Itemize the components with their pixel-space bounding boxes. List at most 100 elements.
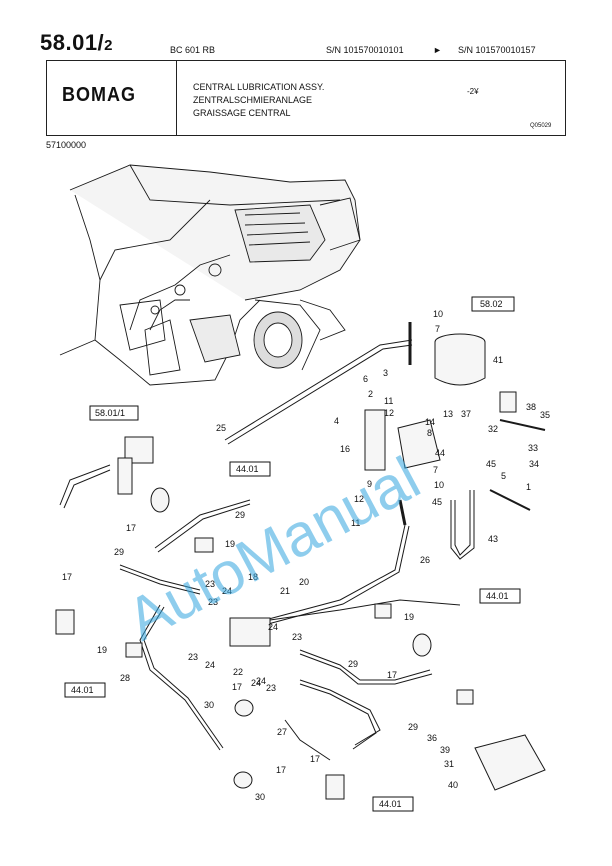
- ref-44-01-a: 44.01: [236, 464, 259, 474]
- label-27: 27: [277, 727, 287, 737]
- label-7-lower: 7: [433, 465, 438, 475]
- label-11: 11: [384, 396, 393, 406]
- label-19-upper: 19: [225, 539, 235, 549]
- handwritten-note: -2¥: [467, 87, 479, 96]
- ref-box-44-01-a: [229, 461, 271, 477]
- title-french: GRAISSAGE CENTRAL: [193, 108, 291, 118]
- serial-to: S/N 101570010157: [458, 45, 536, 55]
- grease-nipple-top: [150, 487, 170, 513]
- title-block: [46, 60, 566, 136]
- label-39: 39: [440, 745, 450, 755]
- item-labels: 10 7 6 3 2 11 12 41 13 37 38 4 14 8 32 3…: [62, 309, 550, 802]
- reference-boxes: 58.02 58.01/1 44.01 44.01 44.01 44.01: [64, 296, 521, 812]
- page-number-sub: 2: [104, 37, 114, 54]
- label-19-right: 19: [404, 612, 414, 622]
- label-23-a: 23: [205, 579, 215, 589]
- label-30-b: 30: [255, 792, 265, 802]
- part-number: 57100000: [46, 140, 87, 150]
- label-24-c: 24: [205, 660, 215, 670]
- title-german: ZENTRALSCHMIERANLAGE: [193, 95, 313, 105]
- label-30-a: 30: [204, 700, 214, 710]
- label-11-lower: 11: [351, 518, 360, 528]
- label-4: 4: [334, 416, 339, 426]
- label-24-d: 24: [256, 676, 266, 686]
- ref-box-58-02: [471, 296, 515, 312]
- label-23-b: 23: [208, 597, 218, 607]
- label-5: 5: [501, 471, 506, 481]
- label-17-left: 17: [62, 572, 72, 582]
- label-23-d: 23: [188, 652, 198, 662]
- label-12-lower: 12: [354, 494, 364, 504]
- serial-arrow-icon: ►: [433, 45, 442, 55]
- pressure-switch: [499, 391, 517, 413]
- label-17-lower: 17: [232, 682, 242, 692]
- clamp-19b: [374, 603, 392, 619]
- ref-44-01-c: 44.01: [71, 685, 94, 695]
- label-25: 25: [216, 423, 226, 433]
- label-43: 43: [488, 534, 498, 544]
- label-23-e: 23: [266, 683, 276, 693]
- label-17-bottom: 17: [310, 754, 320, 764]
- label-38: 38: [526, 402, 536, 412]
- label-19-left: 19: [97, 645, 107, 655]
- ref-44-01-d: 44.01: [379, 799, 402, 809]
- pump-reservoir: [434, 342, 486, 386]
- control-unit: [474, 734, 546, 791]
- fitting-17-left: [55, 609, 75, 635]
- label-34: 34: [529, 459, 539, 469]
- label-21: 21: [280, 586, 290, 596]
- label-9: 9: [367, 479, 372, 489]
- label-40: 40: [448, 780, 458, 790]
- distributor-block-upper: [397, 419, 441, 469]
- label-23-c: 23: [292, 632, 302, 642]
- label-32: 32: [488, 424, 498, 434]
- label-18: 18: [248, 572, 258, 582]
- label-17-mid: 17: [387, 670, 397, 680]
- label-24-b: 24: [268, 622, 278, 632]
- page-number: 58.01/2: [40, 30, 113, 56]
- bolt-35: [499, 419, 546, 431]
- label-37: 37: [461, 409, 471, 419]
- label-35: 35: [540, 410, 550, 420]
- label-12: 12: [384, 408, 394, 418]
- label-1: 1: [526, 482, 531, 492]
- label-10: 10: [433, 309, 443, 319]
- document-reference: Q05029: [530, 123, 552, 129]
- label-41: 41: [493, 355, 503, 365]
- serial-from: S/N 101570010101: [326, 45, 404, 55]
- label-29-lower: 29: [408, 722, 418, 732]
- label-28: 28: [120, 673, 130, 683]
- label-26: 26: [420, 555, 430, 565]
- fitting-30-a: [234, 699, 254, 717]
- label-24-e: 24: [251, 678, 261, 688]
- title-divider: [176, 60, 177, 136]
- tube-11: [398, 499, 407, 526]
- label-24-a: 24: [222, 586, 232, 596]
- label-3: 3: [383, 368, 388, 378]
- title-english: CENTRAL LUBRICATION ASSY.: [193, 82, 325, 92]
- label-31: 31: [444, 759, 454, 769]
- distributor-block-lower: [229, 617, 271, 647]
- label-13: 13: [443, 409, 453, 419]
- label-29-upper: 29: [235, 510, 245, 520]
- label-36: 36: [427, 733, 437, 743]
- clamp-19a: [194, 537, 214, 553]
- fitting-17-bottom: [325, 774, 345, 800]
- label-7: 7: [435, 324, 440, 334]
- ref-box-44-01-c: [64, 682, 106, 698]
- label-44-upper: 44: [435, 448, 445, 458]
- label-33: 33: [528, 443, 538, 453]
- connector-plug: [117, 457, 133, 495]
- fitting-17-right: [412, 633, 432, 657]
- ref-58-02: 58.02: [480, 299, 503, 309]
- components: [55, 322, 546, 800]
- label-2: 2: [368, 389, 373, 399]
- label-20: 20: [299, 577, 309, 587]
- label-45-lower: 45: [432, 497, 442, 507]
- label-10-lower: 10: [434, 480, 444, 490]
- model-name: BC 601 RB: [170, 45, 216, 55]
- ref-44-01-b: 44.01: [486, 591, 509, 601]
- clamp-19c: [125, 642, 143, 658]
- bolt-1: [489, 489, 531, 511]
